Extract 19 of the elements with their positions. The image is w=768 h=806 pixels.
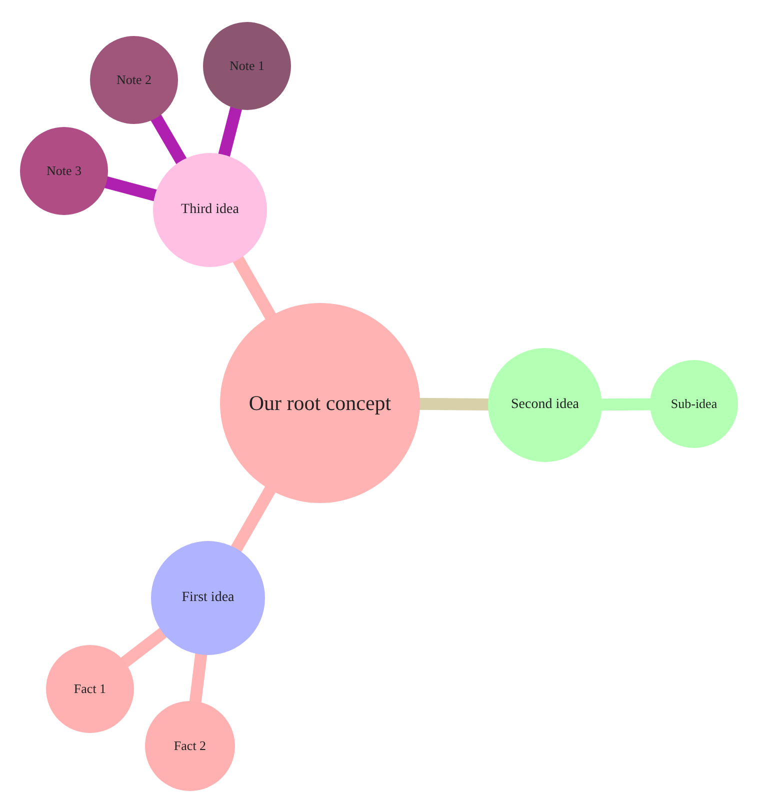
node-label: Fact 2 [174, 738, 206, 754]
node-label: Sub-idea [670, 396, 718, 412]
node-label: Our root concept [248, 390, 392, 416]
connector [150, 113, 188, 166]
connector [103, 176, 158, 202]
connector [600, 398, 652, 411]
node-label: Third idea [181, 202, 239, 218]
connector [189, 652, 208, 704]
node-label: Second idea [510, 397, 580, 413]
node-label: First idea [182, 590, 234, 606]
connector [418, 398, 490, 410]
node-label: Fact 1 [74, 681, 106, 697]
connector [230, 485, 276, 554]
connector [120, 626, 168, 668]
node-label: Note 1 [229, 58, 265, 74]
node-label: Note 2 [116, 72, 152, 88]
connector [218, 105, 242, 158]
connector [232, 254, 277, 321]
node-label: Note 3 [46, 163, 82, 179]
